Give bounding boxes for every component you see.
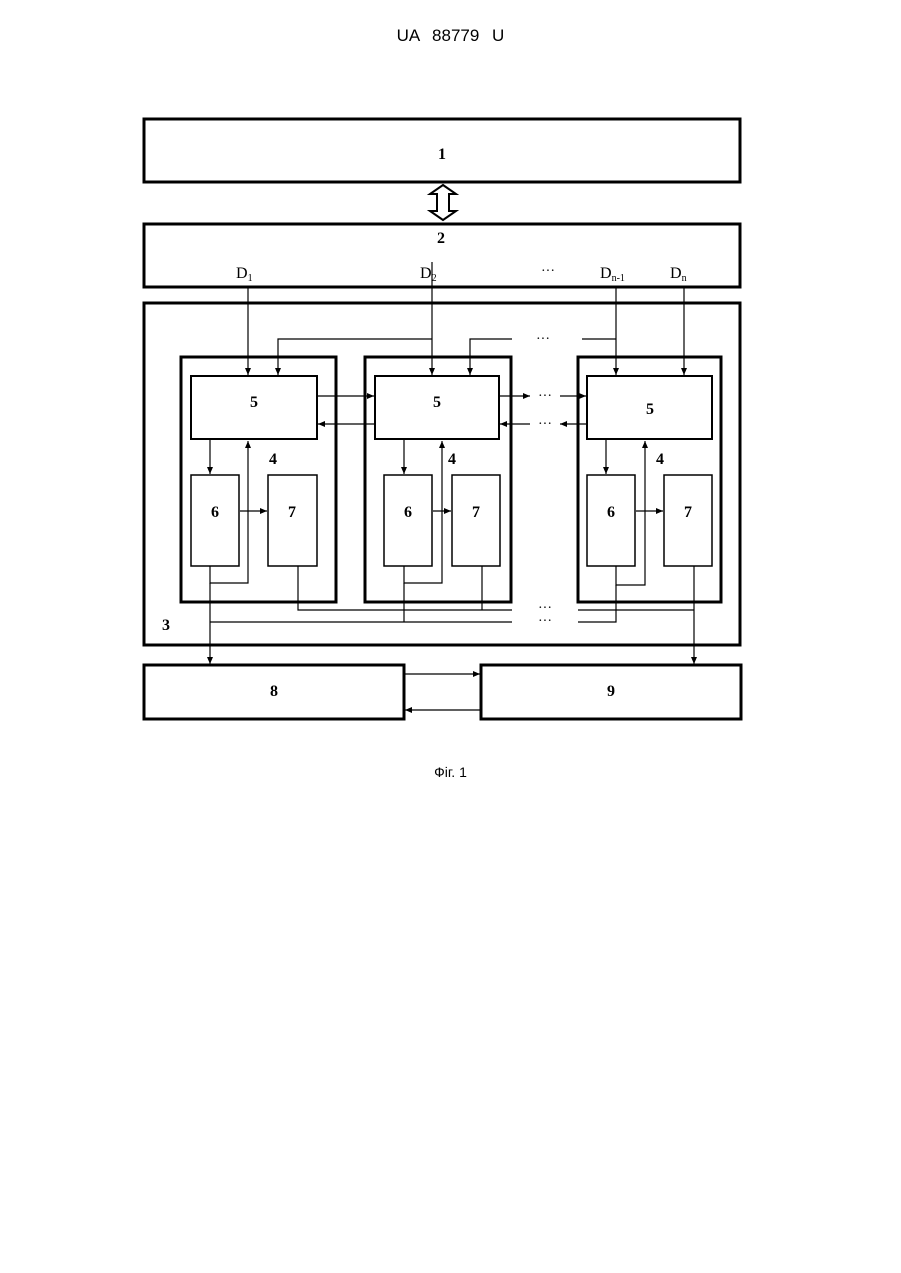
block-7-n-label: 7 xyxy=(684,504,692,521)
signal-d2: D2 xyxy=(420,265,437,284)
ellipsis-link-back: ··· xyxy=(538,417,552,432)
module-4-n-label: 4 xyxy=(656,451,664,468)
block-6-n-label: 6 xyxy=(607,504,615,521)
ellipsis-bus-top: ··· xyxy=(536,332,550,347)
ellipsis-link-forward: ··· xyxy=(538,389,552,404)
bidirectional-bus-arrow xyxy=(430,185,456,220)
signal-dn: Dn xyxy=(670,265,687,284)
block-2-label: 2 xyxy=(437,230,445,247)
signal-ellipsis-top: ··· xyxy=(541,264,555,279)
block-6-1-label: 6 xyxy=(211,504,219,521)
block-1-label: 1 xyxy=(438,146,446,163)
block-9-label: 9 xyxy=(607,683,615,700)
module-4-2-label: 4 xyxy=(448,451,456,468)
figure-caption: Фіг. 1 xyxy=(0,764,901,780)
block-8-label: 8 xyxy=(270,683,278,700)
block-5-2-label: 5 xyxy=(433,394,441,411)
signal-dn-1: Dn-1 xyxy=(600,265,625,284)
block-3-label: 3 xyxy=(162,617,170,634)
block-7-2-label: 7 xyxy=(472,504,480,521)
block-6-2-label: 6 xyxy=(404,504,412,521)
signal-d1: D1 xyxy=(236,265,253,284)
block-7-1-label: 7 xyxy=(288,504,296,521)
block-5-n-label: 5 xyxy=(646,401,654,418)
block-5-1-label: 5 xyxy=(250,394,258,411)
module-4-1-label: 4 xyxy=(269,451,277,468)
ellipsis-bus-bottom-2: ··· xyxy=(538,614,552,629)
